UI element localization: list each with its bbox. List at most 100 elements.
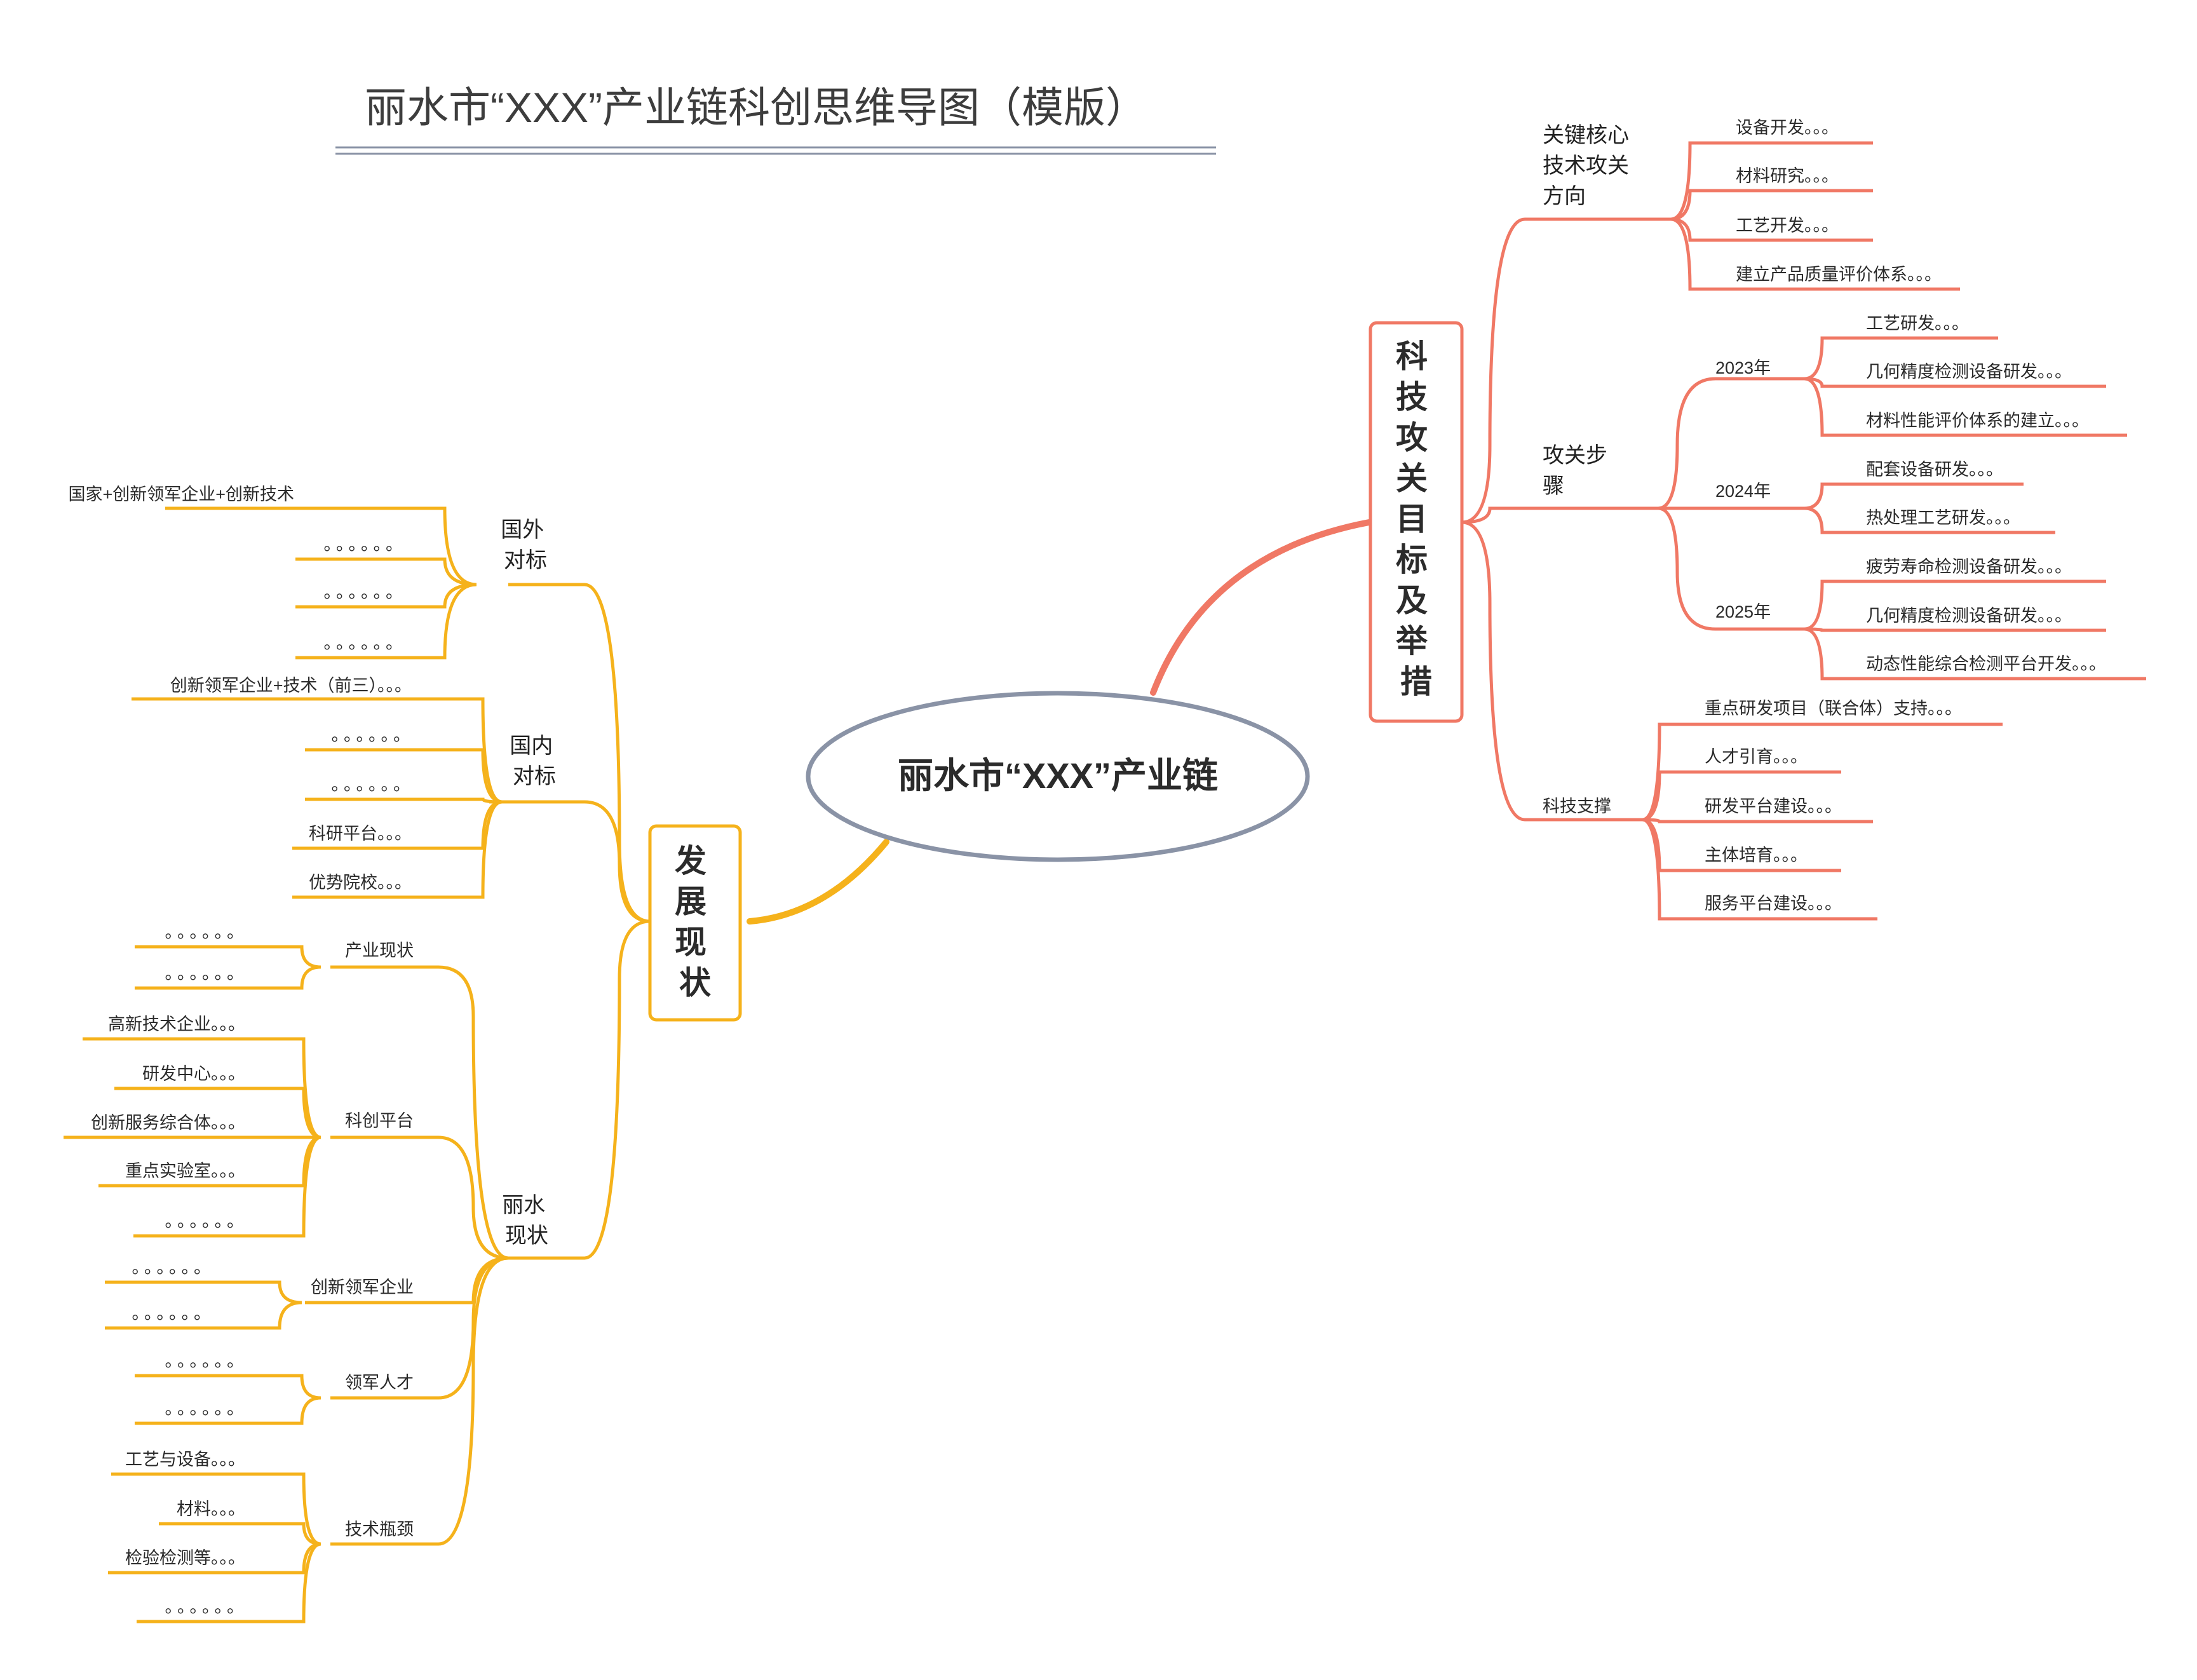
development-status-char-2: 展 bbox=[675, 884, 706, 919]
support-link-2 bbox=[1642, 818, 1873, 823]
y2024-link-1 bbox=[1804, 506, 2055, 534]
y2023-link-2 bbox=[1804, 377, 2127, 437]
year-2024[interactable]: 2024年 配套设备研发。。。 热处理工艺研发。。。 bbox=[1715, 460, 2055, 534]
talent-link-0 bbox=[135, 1374, 321, 1400]
trunk-support bbox=[1461, 520, 1642, 822]
foreign-benchmark-line-2: 对标 bbox=[504, 548, 547, 572]
steps-link-2025 bbox=[1658, 506, 1804, 631]
innovation-platform[interactable]: 科创平台 高新技术企业。。。 研发中心。。。 创新服务综合体。。。 重点实验室。… bbox=[64, 1015, 414, 1238]
bottleneck-item: 材料。。。 bbox=[177, 1500, 245, 1519]
development-status-char-3: 现 bbox=[675, 925, 706, 960]
y2024-link-0 bbox=[1804, 482, 2024, 510]
y2025-item: 几何精度检测设备研发。。。 bbox=[1866, 606, 2072, 625]
lishui-link-industry bbox=[330, 965, 509, 1260]
research-steps-label: 攻关步 骤 bbox=[1543, 444, 1613, 498]
domestic-benchmark-line-2: 对标 bbox=[513, 764, 556, 789]
y2023-item: 几何精度检测设备研发。。。 bbox=[1866, 362, 2072, 381]
platform-item: 创新服务综合体。。。 bbox=[91, 1113, 245, 1132]
key-tech-direction[interactable]: 关键核心 技术攻关 方向 设备开发。。。 材料研究。。。 工艺开发。。。 建立产… bbox=[1543, 118, 1960, 291]
key-tech-link-3 bbox=[1670, 217, 1960, 291]
tech-goals-char-2: 技 bbox=[1396, 379, 1428, 415]
year-2025[interactable]: 2025年 疲劳寿命检测设备研发。。。 几何精度检测设备研发。。。 动态性能综合… bbox=[1715, 557, 2146, 681]
right-branch: 科 技 攻 关 目 标 及 举 措 关键核心 技术攻关 方向 设备开发。。。 bbox=[1369, 118, 2146, 921]
domestic-link-2 bbox=[305, 797, 503, 804]
lishui-link-bottleneck bbox=[330, 1256, 509, 1546]
trunk-foreign bbox=[508, 583, 651, 923]
left-branch: 发 展 现 状 国外 对标 国家+创新领军企业+创新技术 。。。。。。 。。。。… bbox=[64, 485, 742, 1623]
lishui-status[interactable]: 丽水 现状 产业现状 。。。。。。 。。。。。。 科创平台 bbox=[64, 923, 551, 1623]
y2023-item: 材料性能评价体系的建立。。。 bbox=[1866, 411, 2089, 430]
key-tech-item: 材料研究。。。 bbox=[1736, 166, 1839, 186]
center-to-left-connector bbox=[747, 839, 889, 925]
industry-item: 。。。。。。 bbox=[165, 923, 248, 942]
year-2025-label: 2025年 bbox=[1715, 602, 1771, 621]
bottleneck-link-1 bbox=[159, 1522, 321, 1546]
tech-support[interactable]: 科技支撑 重点研发项目（联合体）支持。。。 人才引育。。。 研发平台建设。。。 … bbox=[1543, 699, 2003, 921]
year-2023[interactable]: 2023年 工艺研发。。。 几何精度检测设备研发。。。 材料性能评价体系的建立。… bbox=[1715, 314, 2127, 437]
y2025-link-2 bbox=[1804, 627, 2146, 681]
support-item: 服务平台建设。。。 bbox=[1705, 894, 1842, 913]
domestic-item: 科研平台。。。 bbox=[309, 824, 412, 843]
y2025-item: 动态性能综合检测平台开发。。。 bbox=[1866, 654, 2106, 674]
key-tech-item: 工艺开发。。。 bbox=[1736, 216, 1839, 235]
industry-status[interactable]: 产业现状 。。。。。。 。。。。。。 bbox=[135, 923, 414, 990]
trunk-key-tech bbox=[1461, 217, 1671, 524]
tech-goals-char-1: 科 bbox=[1396, 339, 1428, 374]
leader-link-0 bbox=[105, 1280, 302, 1304]
research-steps-line-2: 骤 bbox=[1543, 474, 1564, 498]
year-2023-label: 2023年 bbox=[1715, 358, 1771, 377]
lishui-status-label: 丽水 现状 bbox=[502, 1193, 551, 1248]
steps-link-2023 bbox=[1658, 377, 1804, 510]
domestic-benchmark-label: 国内 对标 bbox=[510, 734, 558, 789]
development-status-char-4: 状 bbox=[679, 965, 712, 1001]
foreign-benchmark-label: 国外 对标 bbox=[501, 518, 550, 572]
research-steps-line-1: 攻关步 bbox=[1543, 444, 1607, 468]
leading-enterprise[interactable]: 创新领军企业 。。。。。。 。。。。。。 bbox=[105, 1258, 414, 1330]
year-2024-label: 2024年 bbox=[1715, 482, 1771, 501]
foreign-item: 。。。。。。 bbox=[324, 535, 407, 554]
support-item: 主体培育。。。 bbox=[1705, 846, 1808, 865]
lishui-status-line-1: 丽水 bbox=[502, 1193, 545, 1217]
y2024-item: 配套设备研发。。。 bbox=[1866, 460, 2003, 479]
tech-goals-char-5: 目 bbox=[1396, 501, 1428, 537]
support-item: 重点研发项目（联合体）支持。。。 bbox=[1705, 699, 1962, 718]
talent-link-1 bbox=[135, 1396, 321, 1425]
platform-item: 研发中心。。。 bbox=[142, 1064, 245, 1083]
tech-goals-char-3: 攻 bbox=[1396, 420, 1428, 456]
key-tech-direction-label: 关键核心 技术攻关 方向 bbox=[1543, 123, 1635, 208]
central-topic[interactable]: 丽水市“XXX”产业链 bbox=[806, 691, 1310, 862]
central-topic-label: 丽水市“XXX”产业链 bbox=[898, 755, 1218, 796]
key-tech-line-3: 方向 bbox=[1543, 184, 1586, 208]
domestic-item: 。。。。。。 bbox=[332, 726, 415, 745]
tech-goals-char-7: 及 bbox=[1396, 583, 1428, 618]
industry-status-label: 产业现状 bbox=[345, 941, 414, 960]
foreign-item: 。。。。。。 bbox=[324, 583, 407, 602]
leader-item: 。。。。。。 bbox=[132, 1258, 215, 1277]
foreign-benchmark[interactable]: 国外 对标 国家+创新领军企业+创新技术 。。。。。。 。。。。。。 。。。。。… bbox=[68, 485, 550, 660]
foreign-link-1 bbox=[295, 557, 477, 586]
domestic-benchmark-line-1: 国内 bbox=[510, 734, 553, 758]
platform-item: 重点实验室。。。 bbox=[125, 1162, 245, 1181]
leader-link-1 bbox=[105, 1301, 302, 1330]
trunk-steps bbox=[1461, 506, 1658, 524]
tech-goals-char-9: 措 bbox=[1400, 664, 1432, 700]
leading-talent[interactable]: 领军人才 。。。。。。 。。。。。。 bbox=[135, 1351, 414, 1425]
bottleneck-link-3 bbox=[137, 1542, 321, 1623]
title-block: 丽水市“XXX”产业链科创思维导图（模版） bbox=[335, 84, 1216, 155]
lishui-link-platform bbox=[330, 1135, 509, 1260]
tech-bottleneck[interactable]: 技术瓶颈 工艺与设备。。。 材料。。。 检验检测等。。。 。。。。。。 bbox=[108, 1450, 414, 1623]
tech-goals-char-4: 关 bbox=[1396, 461, 1428, 496]
key-tech-line-2: 技术攻关 bbox=[1543, 154, 1629, 178]
tech-goals-label: 科 技 攻 关 目 标 及 举 措 bbox=[1395, 339, 1436, 700]
leading-enterprise-label: 创新领军企业 bbox=[311, 1278, 414, 1297]
foreign-item: 国家+创新领军企业+创新技术 bbox=[68, 485, 294, 504]
bottleneck-item: 检验检测等。。。 bbox=[125, 1548, 245, 1568]
y2024-item: 热处理工艺研发。。。 bbox=[1866, 508, 2020, 527]
talent-item: 。。。。。。 bbox=[165, 1399, 248, 1418]
research-steps[interactable]: 攻关步 骤 2023年 工艺研发。。。 几何精度检测设备研发。。。 材料性能评价… bbox=[1543, 314, 2146, 681]
domestic-benchmark[interactable]: 国内 对标 创新领军企业+技术（前三）。。。 。。。。。。 。。。。。。 科研平… bbox=[132, 676, 559, 899]
talent-item: 。。。。。。 bbox=[165, 1351, 248, 1371]
domestic-item: 。。。。。。 bbox=[332, 775, 415, 794]
